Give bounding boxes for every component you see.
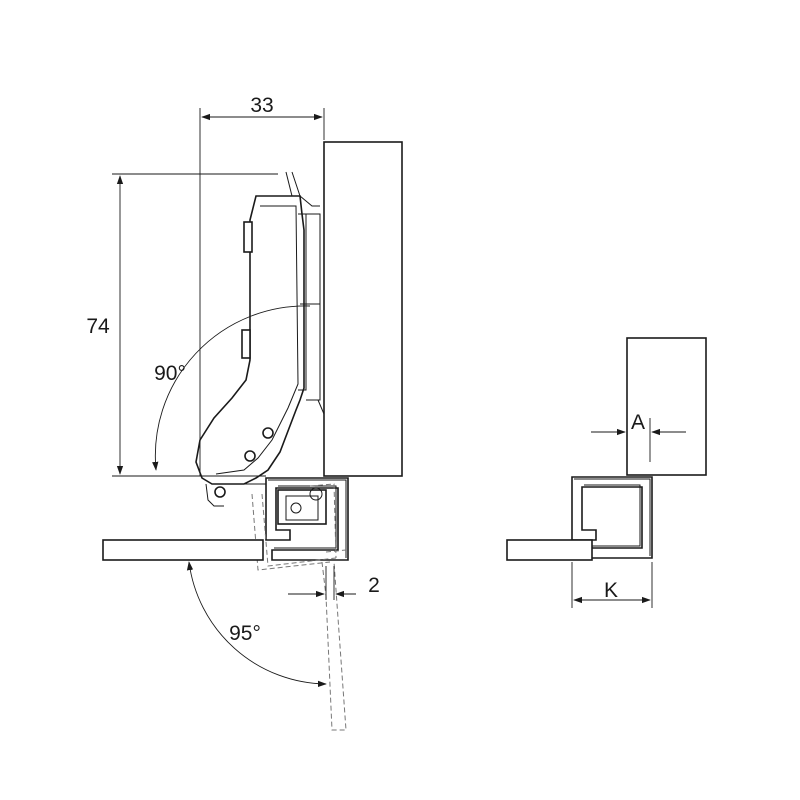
door-panel xyxy=(323,141,403,477)
angle-arc-90 xyxy=(152,305,311,471)
width-dimension-label: 33 xyxy=(250,94,273,117)
detail-side-panel xyxy=(506,539,593,561)
detail-frame-profile xyxy=(571,476,653,559)
detail-view: A K xyxy=(506,337,707,608)
gap-dimension-label: 2 xyxy=(368,574,380,597)
detail-door-panel xyxy=(626,337,707,476)
side-panel xyxy=(102,539,264,561)
frame-profile xyxy=(265,477,349,561)
height-dimension-label: 74 xyxy=(86,315,110,338)
hinge-body xyxy=(195,171,325,507)
mounting-plate xyxy=(242,483,327,525)
frame-width-dimension-label: K xyxy=(604,579,618,602)
pivot-hole xyxy=(262,427,274,439)
pivot-hole xyxy=(244,450,256,462)
angle-label-90: 90° xyxy=(154,362,186,385)
offset-dimension-label: A xyxy=(631,411,645,434)
pivot-hole xyxy=(214,486,226,498)
angle-arc-95 xyxy=(186,561,327,688)
angle-label-95: 95° xyxy=(229,622,261,645)
main-view: 33 74 90° 95° 2 xyxy=(86,94,403,731)
